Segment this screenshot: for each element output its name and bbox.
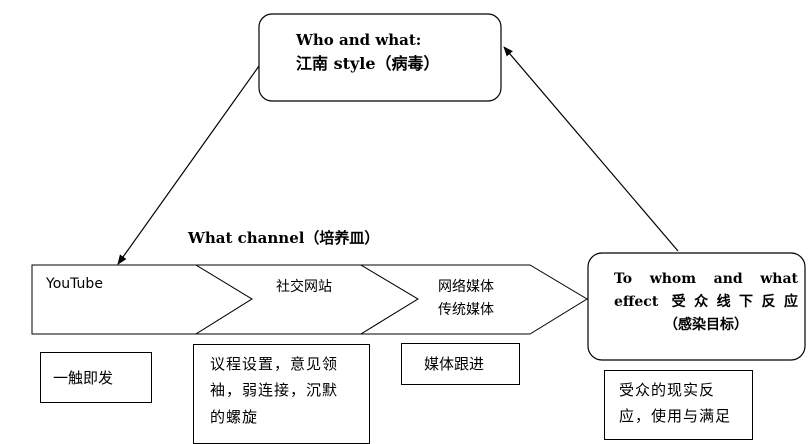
note-agenda-line3: 的螺旋 [210, 407, 259, 426]
stage-social-label: 社交网站 [276, 276, 332, 296]
stage-social-text: 社交网站 [276, 279, 332, 295]
arrow-effect-to-who [503, 46, 679, 252]
arrow-who-to-youtube [117, 65, 260, 265]
stage-youtube-label: YouTube [46, 276, 103, 292]
stage-media-shape [359, 264, 588, 335]
note-media-follow-text: 媒体跟进 [424, 355, 485, 373]
effect-box [587, 252, 806, 361]
channel-label: What channel（培养皿） [188, 229, 380, 247]
who-subject: 江南 style（病毒） [296, 54, 440, 73]
note-media-follow: 媒体跟进 [401, 343, 520, 385]
effect-line1: To whom and what [614, 271, 798, 287]
effect-line3: （感染目标） [664, 317, 748, 334]
note-agenda: 议程设置，意见领 袖，弱连接，沉默 的螺旋 [193, 344, 370, 444]
stage-media-line1: 网络媒体 [438, 279, 494, 295]
who-label: Who and what: [296, 31, 422, 49]
stage-media-line2: 传统媒体 [438, 302, 494, 319]
note-trigger: 一触即发 [40, 352, 152, 403]
effect-line2: effect 受众线下反应 [614, 294, 798, 311]
stage-youtube-text: YouTube [46, 276, 103, 292]
note-agenda-line1: 议程设置，意见领 [210, 355, 339, 373]
note-agenda-line2: 袖，弱连接，沉默 [210, 381, 339, 400]
effect-text: To whom and what effect 受众线下反应 （感染目标） [614, 268, 798, 337]
note-audience-line2: 应，使用与满足 [619, 407, 732, 426]
note-audience: 受众的现实反 应，使用与满足 [604, 370, 753, 440]
who-box [258, 13, 502, 102]
note-trigger-text: 一触即发 [53, 369, 114, 387]
note-audience-line1: 受众的现实反 [619, 381, 716, 399]
stage-media-label: 网络媒体 传统媒体 [438, 276, 494, 322]
